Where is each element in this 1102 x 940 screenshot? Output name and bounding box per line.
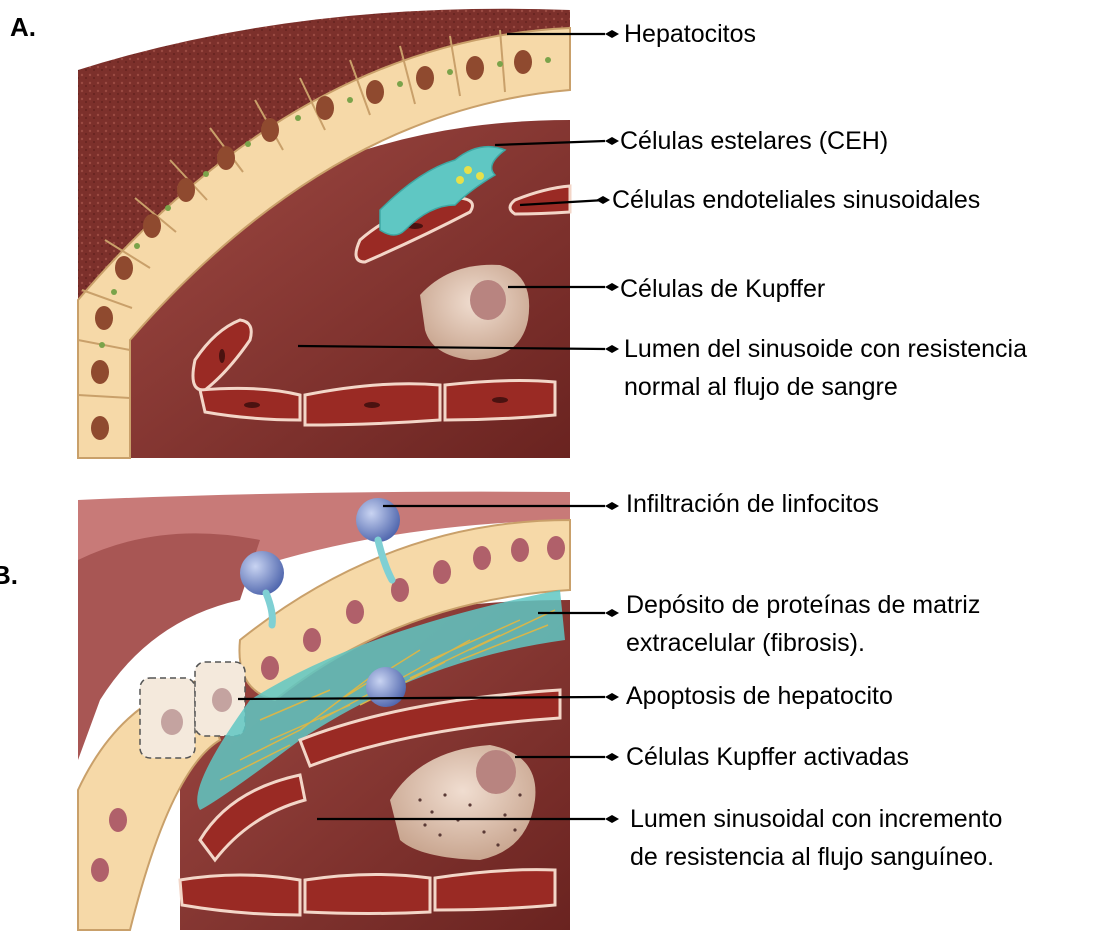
- label-deposito-line1: Depósito de proteínas de matriz: [626, 588, 980, 623]
- label-hepatocitos: Hepatocitos: [624, 17, 756, 52]
- label-apoptosis: Apoptosis de hepatocito: [626, 679, 893, 714]
- label-celulas-endoteliales: Células endoteliales sinusoidales: [612, 183, 980, 218]
- label-deposito-line2: extracelular (fibrosis).: [626, 626, 865, 661]
- label-infiltracion-linfocitos: Infiltración de linfocitos: [626, 487, 879, 522]
- label-celulas-kupffer: Células de Kupffer: [620, 272, 825, 307]
- label-celulas-estelares: Células estelares (CEH): [620, 124, 888, 159]
- label-lumen-line1: Lumen del sinusoide con resistencia: [624, 332, 1027, 367]
- panel-b-illustration: [78, 490, 570, 930]
- leader-arrowheads: [596, 30, 619, 823]
- label-kupffer-activadas: Células Kupffer activadas: [626, 740, 909, 775]
- panel-a-illustration: [78, 8, 570, 458]
- label-lumen-b-line1: Lumen sinusoidal con incremento: [630, 802, 1002, 837]
- label-lumen-line2: normal al flujo de sangre: [624, 370, 898, 405]
- label-lumen-b-line2: de resistencia al flujo sanguíneo.: [630, 840, 994, 875]
